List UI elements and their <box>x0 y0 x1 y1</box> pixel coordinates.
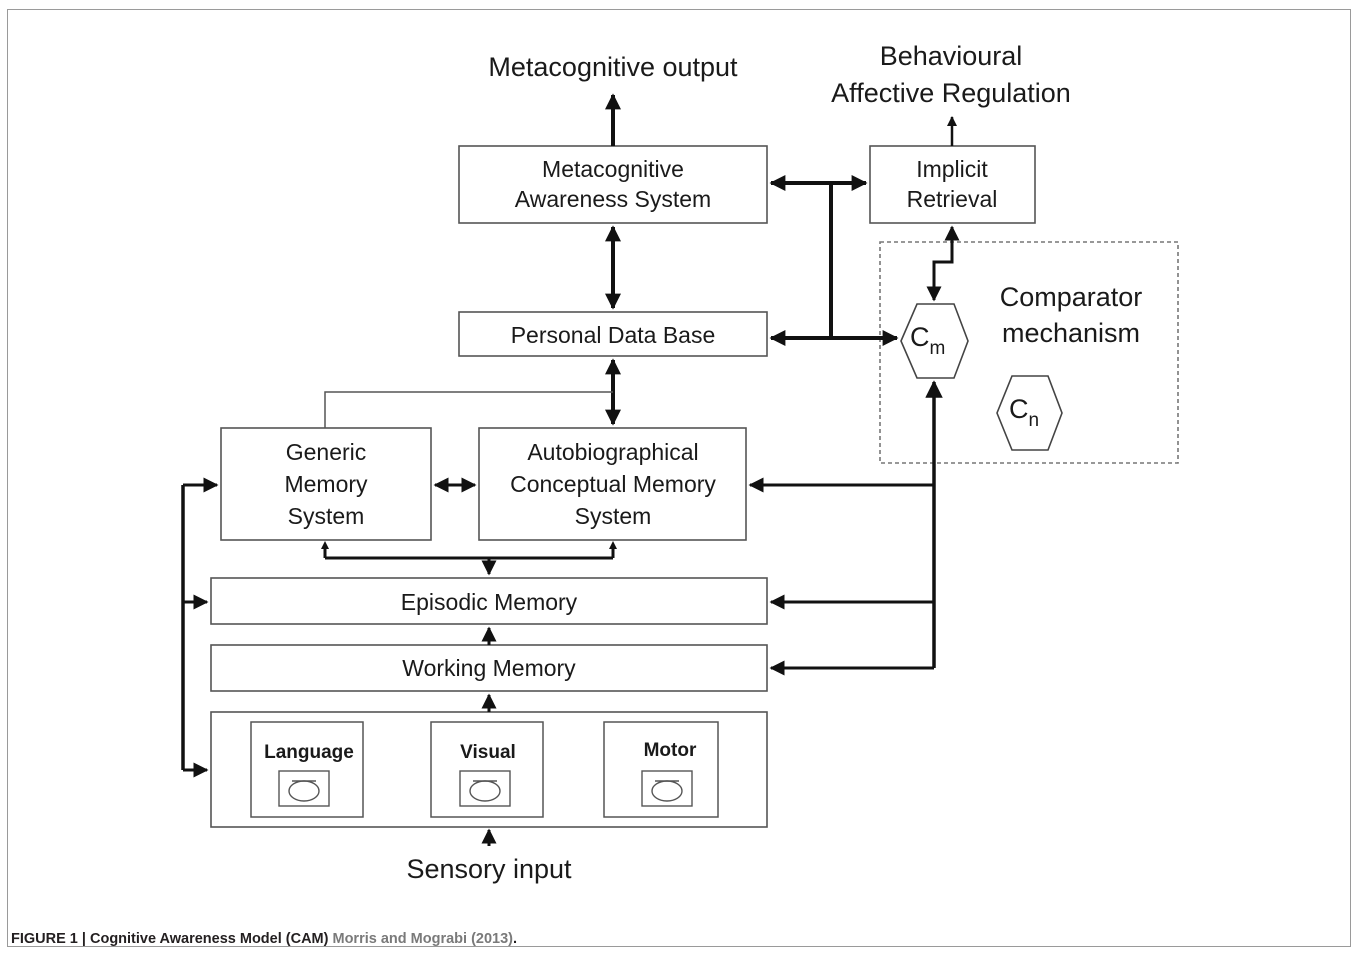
svg-text:Cn: Cn <box>1009 394 1039 431</box>
behavioural-label: Behavioural <box>880 41 1023 71</box>
working-memory-label: Working Memory <box>402 655 576 681</box>
visual-module-label: Visual <box>460 742 516 763</box>
episodic-memory-label: Episodic Memory <box>401 589 578 615</box>
implicit-retrieval-line2: Retrieval <box>907 186 998 212</box>
cm-subscript: m <box>930 338 946 359</box>
generic-memory-line1: Generic <box>286 439 367 465</box>
visual-module: Visual <box>430 721 544 818</box>
comparator-mechanism-region: Comparator mechanism Cm Cn <box>879 241 1179 464</box>
cm-comparator-node: Cm <box>900 303 969 379</box>
connectors <box>181 93 960 846</box>
caption-main: FIGURE 1 | Cognitive Awareness Model (CA… <box>11 931 329 947</box>
metacognitive-output-label: Metacognitive output <box>488 52 738 82</box>
sensory-input-label: Sensory input <box>406 854 572 884</box>
cn-subscript: n <box>1029 410 1040 431</box>
language-module: Language <box>250 721 364 818</box>
generic-memory-line2: Memory <box>284 471 368 497</box>
sensory-modules-box: Language Visual Motor <box>210 711 768 828</box>
figure-frame <box>7 9 1351 947</box>
language-module-label: Language <box>264 742 354 763</box>
personal-data-base-box: Personal Data Base <box>458 311 768 357</box>
implicit-retrieval-line1: Implicit <box>916 156 988 182</box>
autobiographical-memory-box: Autobiographical Conceptual Memory Syste… <box>478 427 747 541</box>
affective-regulation-label: Affective Regulation <box>831 78 1071 108</box>
cm-base: C <box>910 322 930 352</box>
metacognitive-awareness-line2: Awareness System <box>515 186 711 212</box>
generic-memory-box: Generic Memory System <box>220 427 432 541</box>
autobiographical-line2: Conceptual Memory <box>510 471 716 497</box>
caption-reference-link[interactable]: Morris and Mograbi (2013) <box>332 931 513 947</box>
generic-memory-line3: System <box>288 503 365 529</box>
working-memory-box: Working Memory <box>210 644 768 692</box>
comparator-label-line1: Comparator <box>1000 282 1143 312</box>
motor-module: Motor <box>603 721 719 818</box>
autobiographical-line3: System <box>575 503 652 529</box>
metacognitive-awareness-box: Metacognitive Awareness System <box>458 145 768 224</box>
caption-end: . <box>512 931 518 947</box>
episodic-memory-box: Episodic Memory <box>210 577 768 625</box>
implicit-retrieval-box: Implicit Retrieval <box>869 145 1036 224</box>
autobiographical-line1: Autobiographical <box>527 439 698 465</box>
svg-text:Cm: Cm <box>910 322 945 359</box>
cn-comparator-node: Cn <box>996 375 1063 451</box>
figure-caption: FIGURE 1 | Cognitive Awareness Model (CA… <box>11 931 517 947</box>
comparator-label-line2: mechanism <box>1002 318 1140 348</box>
cn-base: C <box>1009 394 1029 424</box>
personal-data-base-label: Personal Data Base <box>511 322 716 348</box>
metacognitive-awareness-line1: Metacognitive <box>542 156 684 182</box>
motor-module-label: Motor <box>644 740 697 761</box>
